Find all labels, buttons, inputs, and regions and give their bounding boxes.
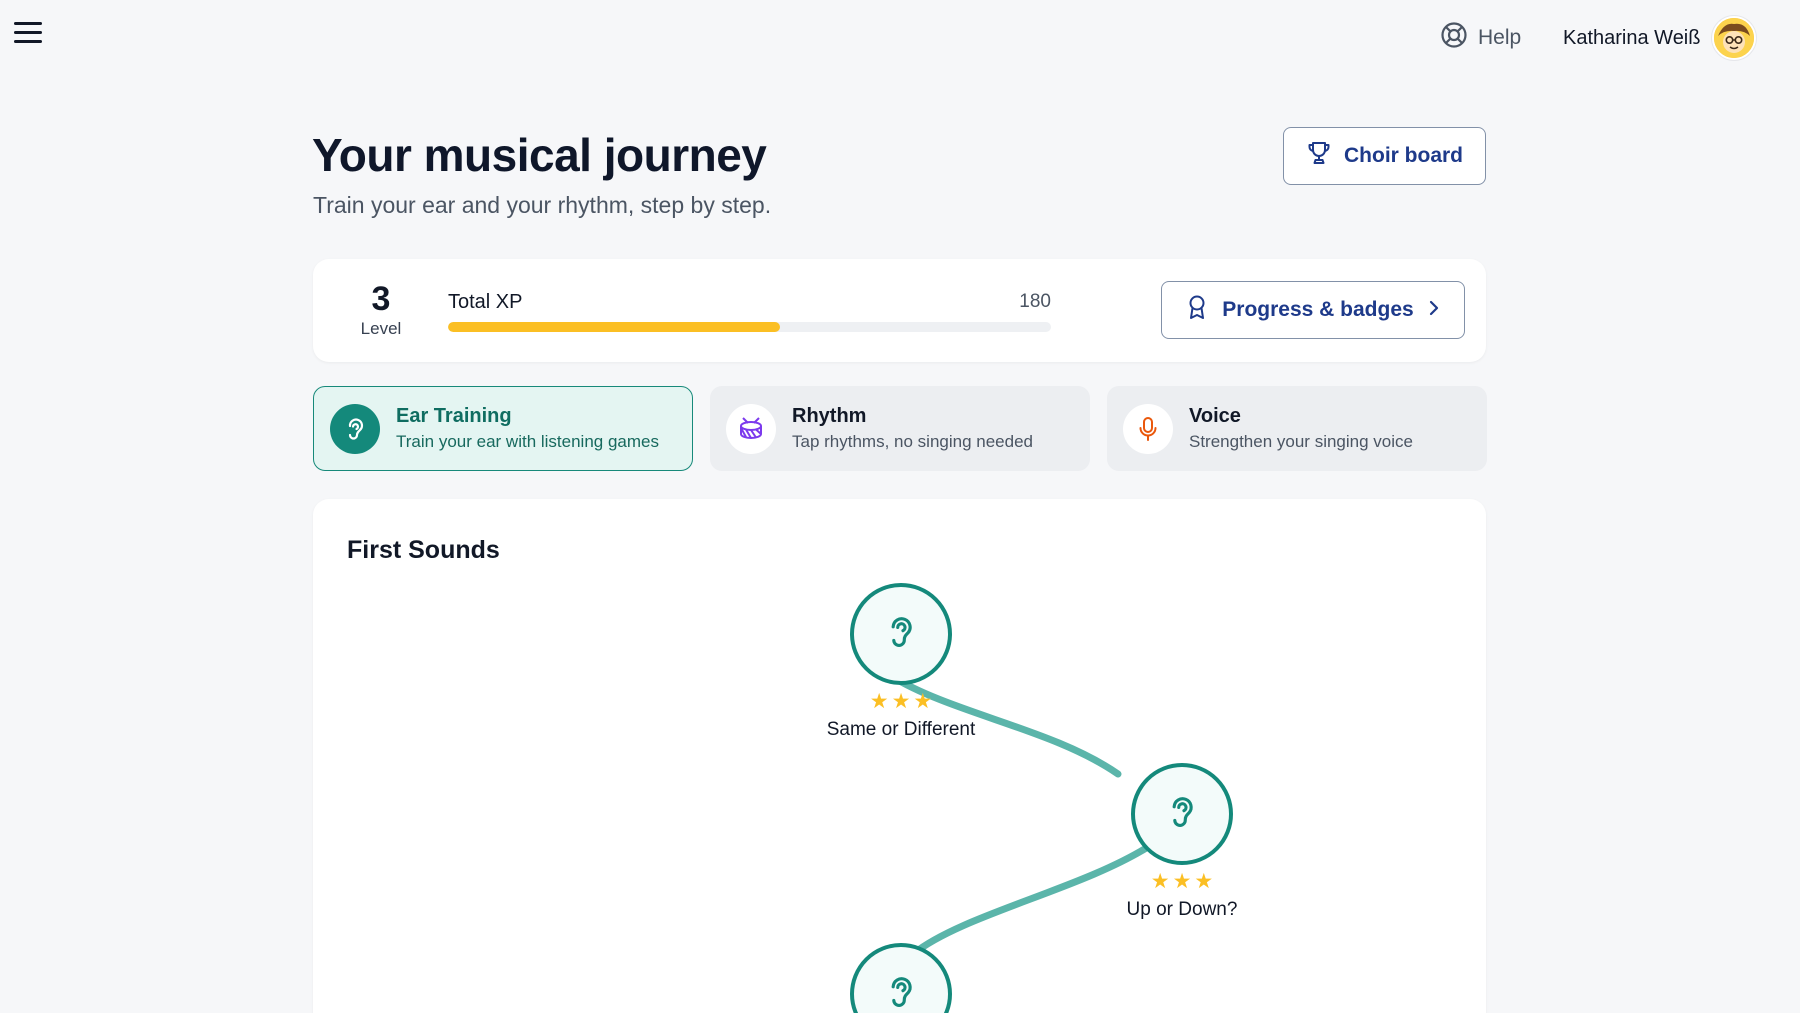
avatar bbox=[1712, 16, 1757, 60]
progress-badges-button[interactable]: Progress & badges bbox=[1161, 281, 1465, 339]
tab-description: Strengthen your singing voice bbox=[1189, 432, 1413, 451]
lesson-path-card: First Sounds ★ ★ ★ Same or Different ★ ★… bbox=[313, 499, 1486, 1013]
tab-title: Rhythm bbox=[792, 405, 867, 427]
microphone-icon bbox=[1123, 403, 1173, 454]
lesson-label: Up or Down? bbox=[1126, 899, 1238, 920]
star-icon: ★ bbox=[1172, 870, 1192, 893]
tab-ear-training[interactable]: Ear Training Train your ear with listeni… bbox=[313, 386, 693, 471]
lifebuoy-icon bbox=[1440, 21, 1468, 55]
chevron-right-icon bbox=[1428, 298, 1440, 322]
tab-voice[interactable]: Voice Strengthen your singing voice bbox=[1107, 386, 1487, 471]
lesson-path-line bbox=[887, 672, 1155, 958]
ear-icon bbox=[1165, 792, 1199, 837]
lesson-node-same-or-different[interactable] bbox=[850, 583, 952, 685]
star-icon: ★ bbox=[869, 690, 889, 713]
lesson-stars: ★ ★ ★ bbox=[850, 691, 952, 712]
star-icon: ★ bbox=[913, 690, 933, 713]
trophy-icon bbox=[1306, 140, 1332, 172]
tab-description: Tap rhythms, no singing needed bbox=[792, 432, 1033, 451]
help-link[interactable]: Help bbox=[1440, 22, 1521, 54]
section-title: First Sounds bbox=[347, 536, 500, 564]
help-label: Help bbox=[1478, 26, 1522, 49]
level-label: Level bbox=[360, 319, 402, 338]
lesson-label: Same or Different bbox=[826, 719, 976, 740]
star-icon: ★ bbox=[891, 690, 911, 713]
tab-rhythm[interactable]: Rhythm Tap rhythms, no singing needed bbox=[710, 386, 1090, 471]
choir-board-button[interactable]: Choir board bbox=[1283, 127, 1486, 185]
total-xp-value: 180 bbox=[1019, 291, 1051, 312]
ear-icon bbox=[330, 403, 380, 454]
drum-icon bbox=[726, 403, 776, 454]
tab-title: Ear Training bbox=[396, 405, 512, 427]
tab-title: Voice bbox=[1189, 405, 1241, 427]
tab-description: Train your ear with listening games bbox=[396, 432, 659, 451]
lesson-node-up-or-down[interactable] bbox=[1131, 763, 1233, 865]
star-icon: ★ bbox=[1194, 870, 1214, 893]
star-icon: ★ bbox=[1150, 870, 1170, 893]
ear-icon bbox=[884, 612, 918, 657]
page-subtitle: Train your ear and your rhythm, step by … bbox=[313, 192, 772, 218]
level-number: 3 bbox=[371, 280, 391, 318]
progress-badges-label: Progress & badges bbox=[1222, 298, 1414, 321]
lesson-stars: ★ ★ ★ bbox=[1131, 871, 1233, 892]
xp-card: 3 Level Total XP 180 Progress & badges bbox=[313, 259, 1486, 362]
xp-progress-bar bbox=[448, 322, 1051, 332]
user-name: Katharina Weiß bbox=[1563, 26, 1701, 49]
choir-board-label: Choir board bbox=[1344, 144, 1463, 167]
page-title: Your musical journey bbox=[312, 129, 767, 181]
top-bar: Help Katharina Weiß bbox=[0, 0, 1800, 72]
hamburger-menu-icon[interactable] bbox=[14, 22, 42, 46]
user-menu[interactable]: Katharina Weiß bbox=[1563, 16, 1757, 60]
total-xp-label: Total XP bbox=[448, 291, 523, 313]
badge-icon bbox=[1186, 294, 1208, 326]
ear-icon bbox=[884, 972, 918, 1013]
xp-progress-fill bbox=[448, 322, 780, 332]
